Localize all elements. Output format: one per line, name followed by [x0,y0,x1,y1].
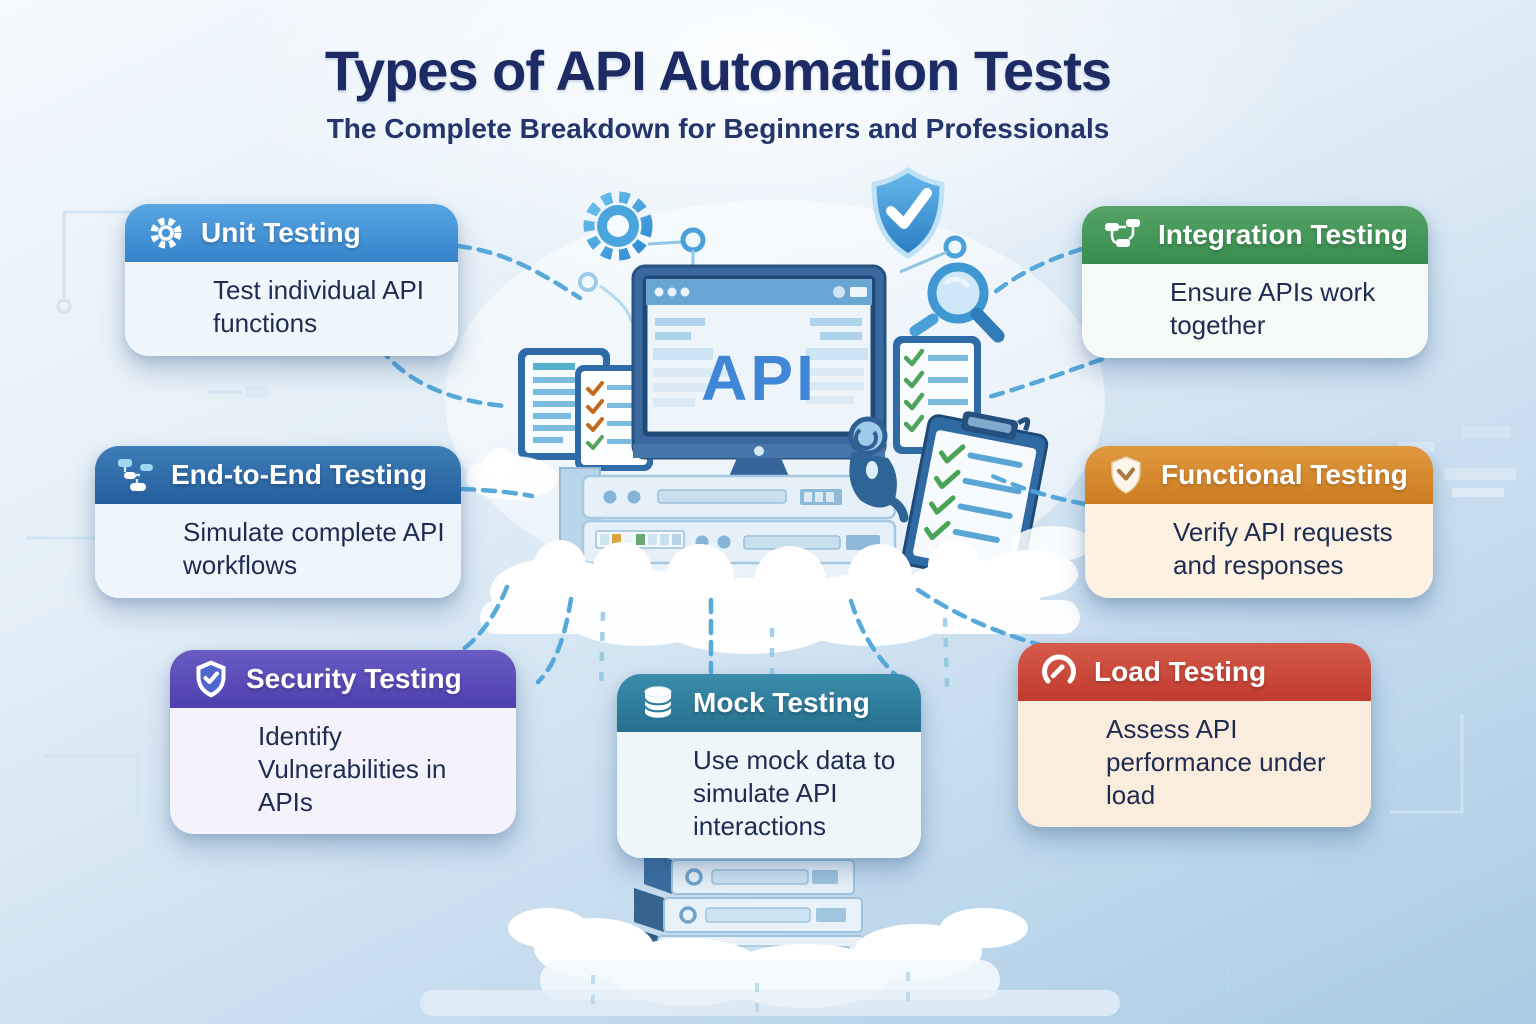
page-subtitle: The Complete Breakdown for Beginners and… [326,113,1110,144]
card-functional-testing-header: Functional Testing [1085,446,1433,504]
security-shield-icon [190,658,232,700]
card-security-testing: Security Testing Identify Vulnerabilitie… [170,650,516,835]
card-mock-testing-header: Mock Testing [617,674,921,732]
card-load-testing: Load Testing Assess API performance unde… [1018,643,1371,828]
magnifier-icon [909,262,1005,343]
card-end-to-end-testing: End-to-End Testing Simulate complete API… [95,446,461,598]
card-title: Integration Testing [1158,219,1408,250]
cloud-icon [420,908,1120,1016]
card-load-testing-header: Load Testing [1018,643,1371,701]
card-security-testing-header: Security Testing [170,650,516,708]
circuit-node-icon [578,227,967,323]
card-title: Functional Testing [1161,459,1408,490]
card-description: Verify API requests and responses [1085,504,1433,598]
card-functional-testing: Functional Testing Verify API requests a… [1085,446,1433,598]
shield-check-badge-icon [871,167,945,259]
browser-dots-icon [654,286,867,298]
card-description: Use mock data to simulate API interactio… [617,732,921,859]
database-icon [637,682,679,724]
robot-arm-icon [848,416,909,523]
clipboard-icon [901,411,1049,586]
card-unit-testing: Unit Testing Test individual API functio… [125,204,458,356]
card-title: Unit Testing [201,217,361,248]
card-integration-testing: Integration Testing Ensure APIs work tog… [1082,206,1428,358]
card-title: End-to-End Testing [171,459,428,490]
gear-icon [145,212,187,254]
monitor: API [631,264,887,517]
gear-icon [583,191,653,261]
card-end-to-end-testing-header: End-to-End Testing [95,446,461,504]
card-title: Security Testing [246,663,462,694]
card-title: Load Testing [1094,656,1267,687]
card-title: Mock Testing [693,687,870,718]
screen-content [653,318,868,407]
cloud-icon [466,448,1092,654]
monitor-api-label: API [701,342,817,414]
server-rack-icon [559,467,897,579]
header-block: Types of API Automation Tests The Comple… [0,38,1486,145]
card-mock-testing: Mock Testing Use mock data to simulate A… [617,674,921,859]
page-title: Types of API Automation Tests [324,39,1112,102]
card-description: Simulate complete API workflows [95,504,461,598]
card-description: Assess API performance under load [1018,701,1371,828]
gauge-icon [1038,651,1080,693]
card-integration-testing-header: Integration Testing [1082,206,1428,264]
card-unit-testing-header: Unit Testing [125,204,458,262]
flow-icon [1102,214,1144,256]
card-description: Ensure APIs work together [1082,264,1428,358]
shield-check-icon [1105,454,1147,496]
card-description: Test individual API functions [125,262,458,356]
workflow-icon [115,454,157,496]
card-description: Identify Vulnerabilities in APIs [170,708,516,835]
